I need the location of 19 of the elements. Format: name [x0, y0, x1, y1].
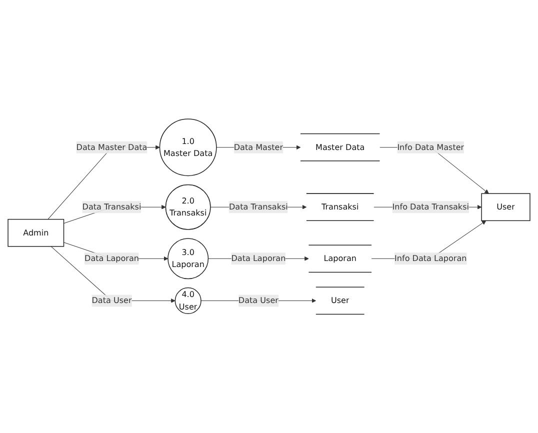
node-box: Admin [8, 218, 64, 247]
node-circle: 3.0 Laporan [168, 238, 209, 279]
edge-label: Info Data Laporan [394, 253, 467, 264]
edge-label: Data User [238, 296, 278, 306]
node-box: User [481, 193, 530, 221]
node-circle: 1.0 Master Data [159, 118, 217, 176]
arrow [48, 145, 160, 220]
node-circle: 4.0 User [174, 287, 202, 314]
edge-label: Info Data Master [397, 142, 464, 152]
edge-label: Data Laporan [84, 253, 139, 264]
edge-label: Data Transaksi [82, 202, 142, 212]
edge-label: Data Laporan [231, 253, 286, 264]
edge-label: Data Transaksi [228, 202, 288, 212]
edge-label: Data Master Data [76, 142, 148, 152]
edge-label: Data User [92, 296, 132, 306]
node-circle: 2.0 Transaksi [165, 184, 211, 230]
edge-label: Data Master [234, 142, 284, 152]
edge-label: Info Data Transaksi [392, 202, 469, 212]
arrow [50, 246, 176, 303]
